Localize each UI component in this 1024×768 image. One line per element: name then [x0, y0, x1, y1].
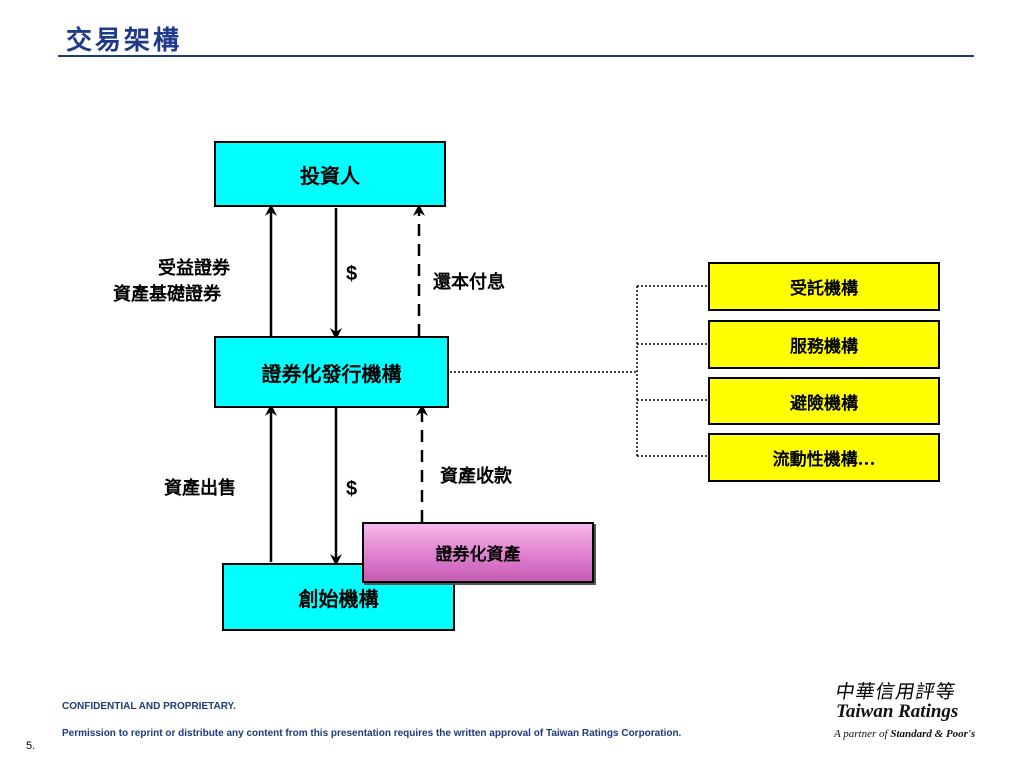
company-logo-name: Taiwan Ratings: [836, 701, 959, 722]
abs-securities-label: 資產基礎證券: [113, 284, 221, 305]
partner-tagline: A partner of Standard & Poor's: [834, 728, 975, 740]
hedge-label: 避險機構: [790, 393, 858, 414]
issuer-label: 證券化發行機構: [261, 361, 402, 386]
issuer-box: 證券化發行機構: [214, 336, 449, 408]
payment-label-top: $: [346, 263, 358, 285]
servicer-label: 服務機構: [790, 337, 858, 357]
permission-notice: Permission to reprint or distribute any …: [62, 728, 682, 739]
trustee-label: 受託機構: [790, 279, 858, 299]
investor-box: 投資人: [214, 141, 446, 207]
trustee-box: 受託機構: [708, 262, 940, 311]
liquidity-label: 流動性機構...: [772, 450, 876, 470]
partner-prefix: A partner of: [834, 728, 888, 740]
originator-label: 創始機構: [298, 586, 379, 611]
collection-label: 資產收款: [440, 466, 512, 487]
servicer-box: 服務機構: [708, 320, 940, 369]
service-connectors: [450, 285, 708, 457]
partner-name: Standard & Poor's: [890, 728, 976, 740]
company-logo-cjk: 中華信用評等: [833, 681, 958, 703]
page-number: 5.: [26, 740, 36, 752]
page-title: 交易架構: [66, 26, 183, 56]
repayment-label: 還本付息: [433, 272, 505, 293]
asset-sale-label: 資產出售: [164, 478, 236, 499]
hedge-box: 避險機構: [708, 377, 940, 425]
beneficiary-securities-label: 受益證券: [158, 258, 230, 279]
securitized-assets-box: 證券化資產: [362, 522, 594, 583]
payment-label-bottom: $: [346, 478, 358, 500]
investor-label: 投資人: [300, 163, 360, 188]
liquidity-box: 流動性機構...: [708, 433, 940, 482]
securitized-assets-label: 證券化資產: [435, 545, 521, 565]
title-divider: [58, 55, 974, 57]
confidential-notice: CONFIDENTIAL AND PROPRIETARY.: [62, 701, 236, 712]
